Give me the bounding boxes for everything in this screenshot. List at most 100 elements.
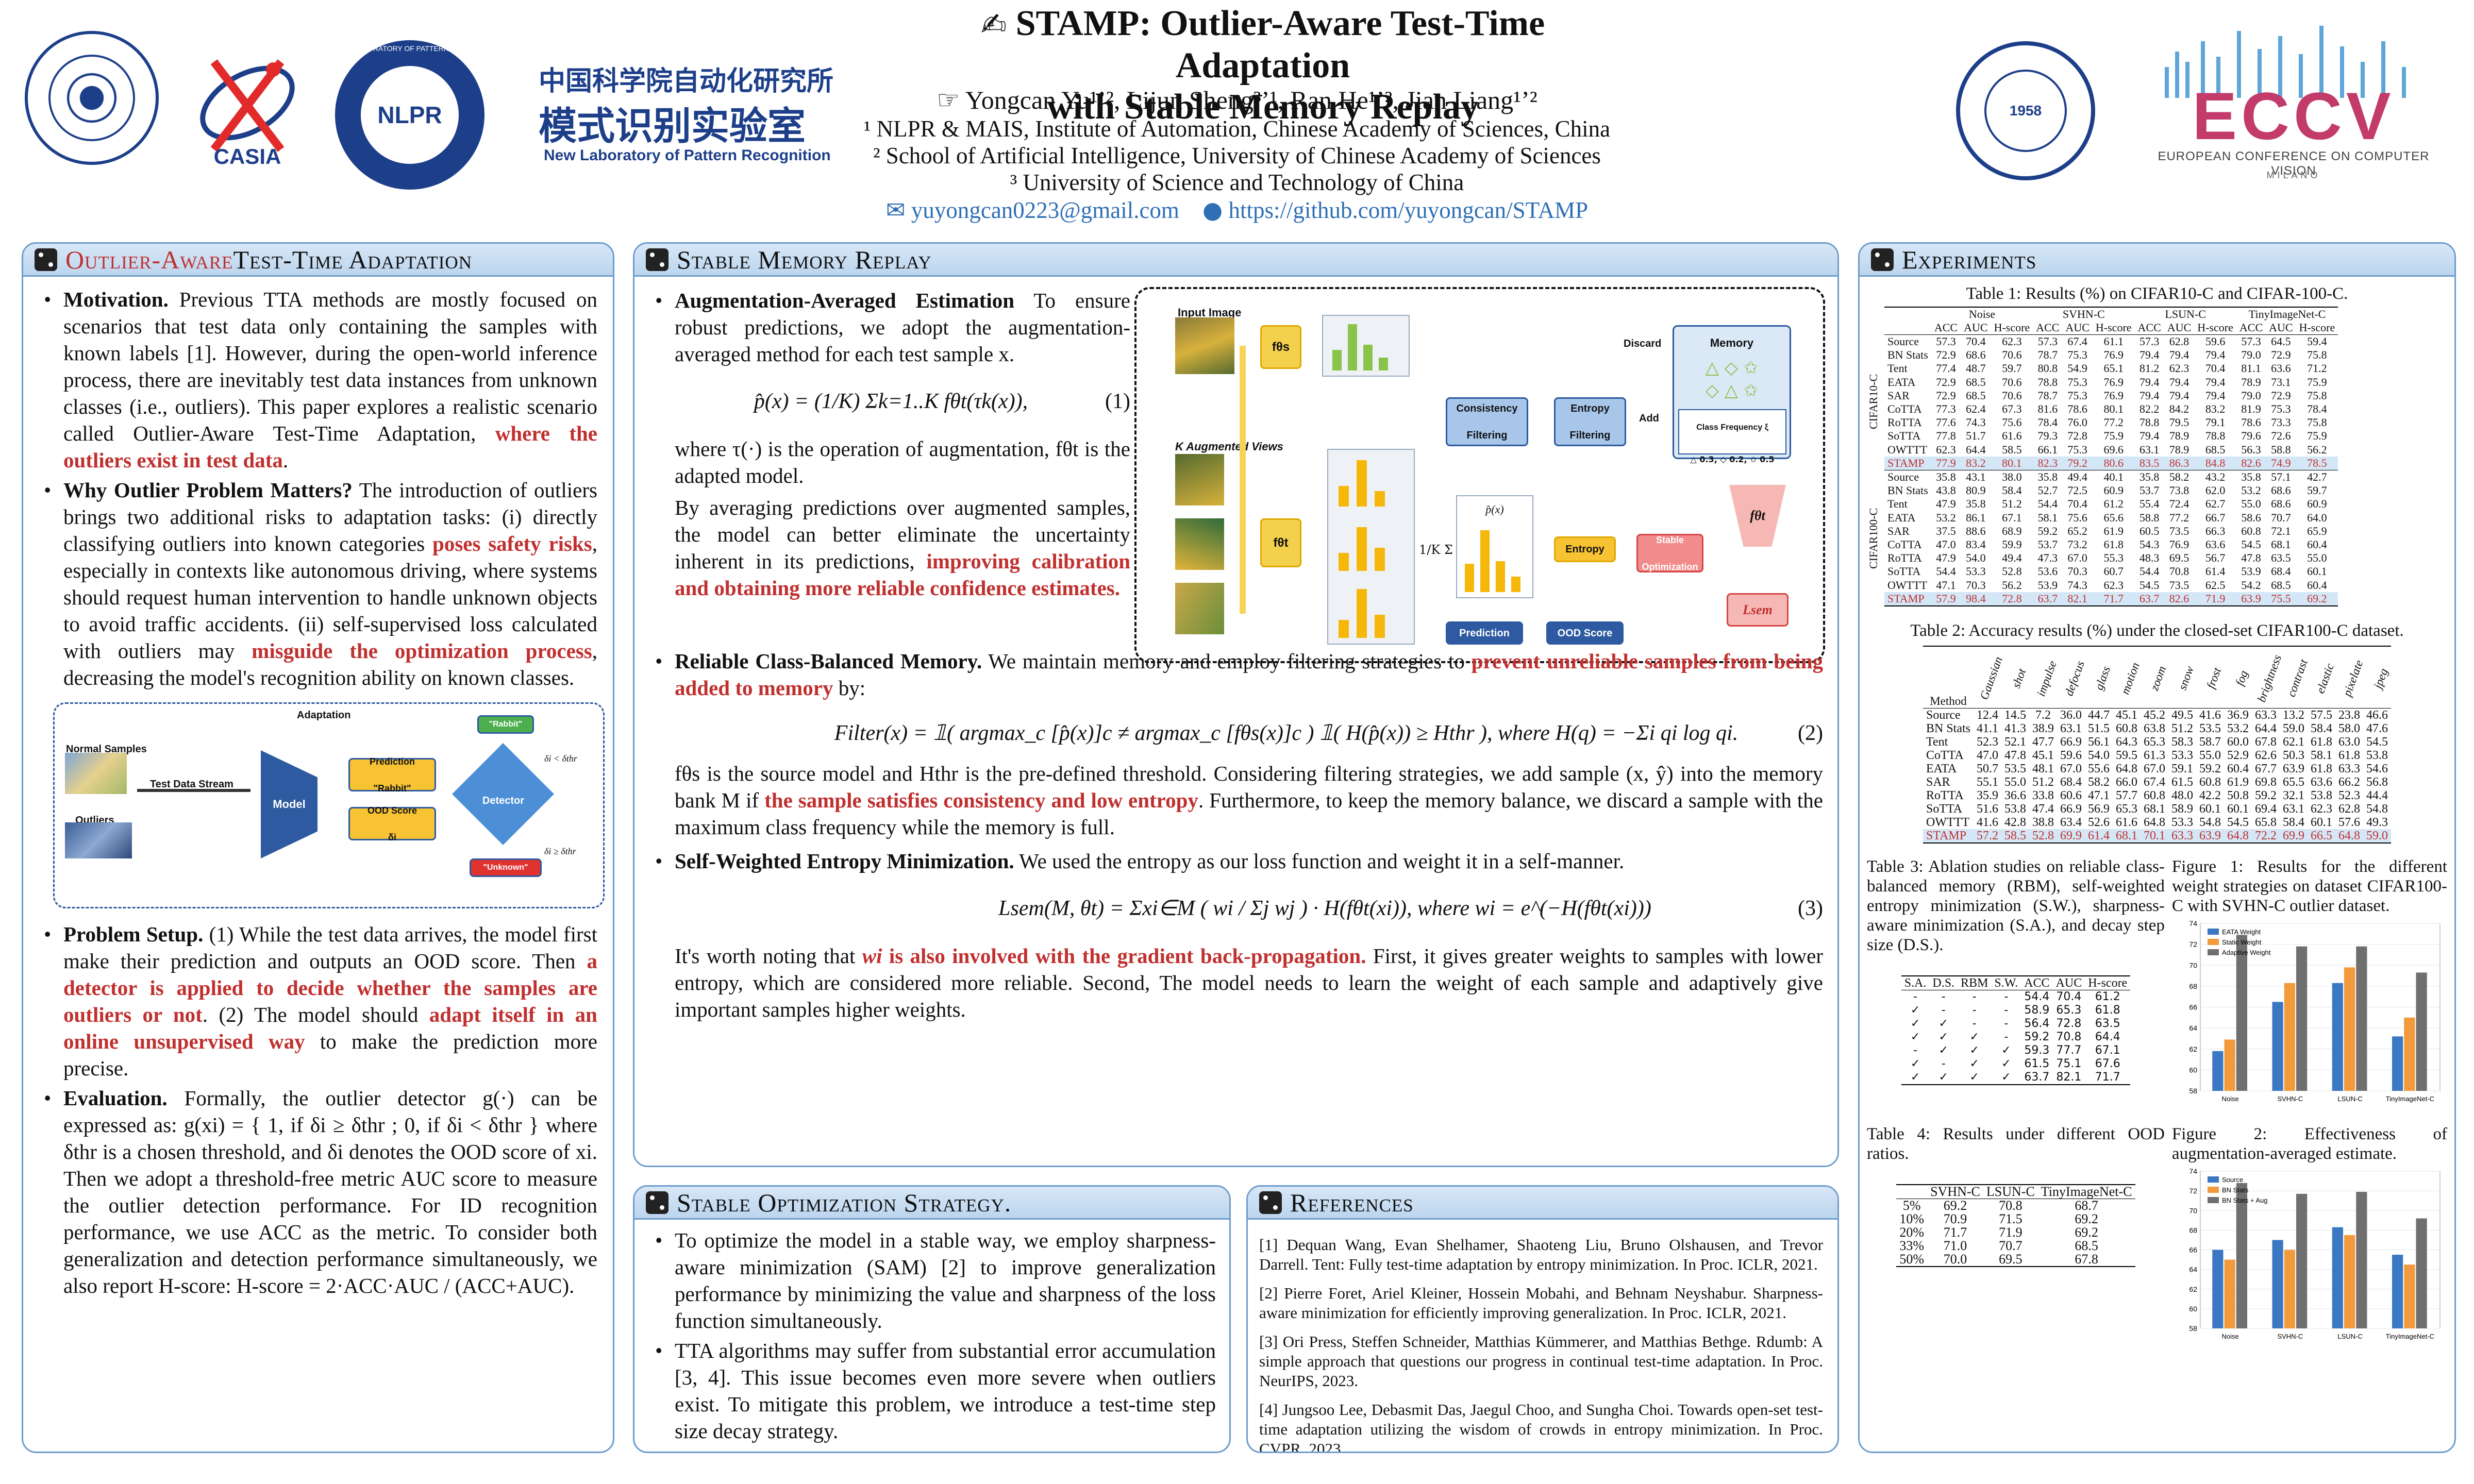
aug-item: Augmentation-Averaged Estimation To ensu… <box>646 287 1130 367</box>
table-cell: 61.2 <box>2103 497 2124 511</box>
phat-hist: p̂(x) <box>1456 495 1533 598</box>
y-tick-label: 74 <box>2189 1167 2197 1175</box>
table-col-header: H-score <box>2095 321 2132 334</box>
table-cell: 70.0 <box>1943 1251 1967 1267</box>
table-cell: 55.1 <box>1977 775 1998 789</box>
table-cell: Tent <box>1926 735 1948 749</box>
input-image <box>1175 317 1234 374</box>
table-cell: 42.7 <box>2307 470 2327 484</box>
table-cell: CoTTA <box>1887 538 1922 551</box>
table-cell: 58.5 <box>2002 443 2022 456</box>
stamp-icon: ✍ <box>980 7 1007 43</box>
table-cell: 71.2 <box>2307 362 2327 375</box>
table-cell: 69.8 <box>2255 775 2277 789</box>
table-cell: 67.0 <box>2067 551 2087 565</box>
table-cell: 81.9 <box>2241 402 2261 416</box>
table-cell: 52.8 <box>2029 829 2057 843</box>
table-col-header: LSUN-C <box>1986 1184 2035 1199</box>
table-cell: 77.3 <box>1936 402 1956 416</box>
table-cell: 75.3 <box>2067 389 2087 402</box>
table-cell: 60.1 <box>2307 565 2327 578</box>
table-cell: CoTTA <box>1887 402 1922 416</box>
table-cell: 82.1 <box>2062 592 2093 606</box>
table-cell: 63.9 <box>2196 829 2224 843</box>
figure1-caption: Figure 1: Results for the different weig… <box>2171 857 2447 915</box>
table4-caption: Table 4: Results under different OOD rat… <box>1867 1124 2165 1163</box>
source-model: fθs <box>1260 325 1301 369</box>
table-cell: 33.8 <box>2032 788 2054 802</box>
table-cell: 47.9 <box>1936 497 1956 511</box>
table-cell: 71.7 <box>1943 1224 1967 1240</box>
table-cell: 64.3 <box>2116 735 2137 749</box>
table-cell: 64.8 <box>2224 829 2252 843</box>
table-cell: 72.6 <box>2271 429 2291 443</box>
table-cell: 62.3 <box>1936 443 1956 456</box>
table-cell: 72.8 <box>2067 429 2087 443</box>
table-cell: 60.6 <box>2060 788 2082 802</box>
table-cell: 61.1 <box>2103 335 2124 348</box>
table-cell: 49.4 <box>2067 470 2087 484</box>
table-cell: - <box>2004 1030 2009 1043</box>
table-cell: 75.9 <box>2307 429 2327 443</box>
table-cell: 75.5 <box>2266 592 2296 606</box>
table-cell: 60.7 <box>2103 565 2124 578</box>
dice-icon <box>646 1191 668 1214</box>
table-cell: 53.5 <box>2199 721 2221 735</box>
bar <box>2416 1218 2427 1328</box>
aug-text-2: where τ(·) is the operation of augmentat… <box>675 437 1130 487</box>
email-link[interactable]: yuyongcan0223@gmail.com <box>911 197 1179 223</box>
table-cell: 55.0 <box>2241 497 2261 511</box>
legend-label: BN Stats + Aug <box>2222 1196 2268 1204</box>
table-cell: 58.0 <box>2338 721 2360 735</box>
table-cell: 36.0 <box>2060 708 2082 722</box>
table-cell: 58.7 <box>2199 735 2221 749</box>
table-cell: 71.9 <box>1999 1224 2022 1240</box>
table-cell: 57.2 <box>1974 829 2001 843</box>
github-link[interactable]: https://github.com/yuyongcan/STAMP <box>1228 197 1589 223</box>
table-cell: 50.3 <box>2283 748 2304 762</box>
outlier-pipeline-figure: Adaptation Normal Samples Test Data Stre… <box>53 702 605 908</box>
table-cell: 61.8 <box>2311 735 2332 749</box>
table-cell: 53.3 <box>2171 815 2193 829</box>
table-cell: 55.0 <box>2307 551 2327 565</box>
table-cell: 78.9 <box>2169 443 2189 456</box>
table-cell: 77.9 <box>1931 456 1961 470</box>
table-cell: - <box>1972 990 1977 1003</box>
table-cell: 75.3 <box>2271 402 2291 416</box>
table-cell: 68.6 <box>2271 484 2291 497</box>
table-cell: 78.9 <box>2241 375 2261 389</box>
table-cell: 68.1 <box>2144 802 2165 816</box>
affiliation-2: ² School of Artificial Intelligence, Uni… <box>873 143 1601 168</box>
table-cell: 78.7 <box>2037 389 2058 402</box>
table-cell: 43.2 <box>2205 470 2226 484</box>
table-cell: 53.8 <box>2004 802 2026 816</box>
aug-view-3 <box>1175 583 1224 634</box>
table-cell: 63.5 <box>2271 551 2291 565</box>
table-cell: 48.0 <box>2171 788 2193 802</box>
table-cell: 72.9 <box>1936 375 1956 389</box>
table-cell: 67.0 <box>2060 762 2082 775</box>
table-cell: 43.1 <box>1966 470 1986 484</box>
table-cell: 70.1 <box>2141 829 2168 843</box>
table-cell: 71.5 <box>1999 1211 2022 1226</box>
table-cell: 84.8 <box>2194 456 2236 470</box>
table-cell: 83.2 <box>2205 402 2226 416</box>
table-cell: 58.6 <box>2241 511 2261 524</box>
table-cell: 59.2 <box>2255 788 2277 802</box>
table-cell: 61.8 <box>2095 1003 2120 1017</box>
table-cell: 62.8 <box>2338 802 2360 816</box>
y-tick-label: 72 <box>2189 1187 2197 1195</box>
bar <box>2236 1183 2247 1328</box>
table-cell: 46.6 <box>2366 708 2388 722</box>
